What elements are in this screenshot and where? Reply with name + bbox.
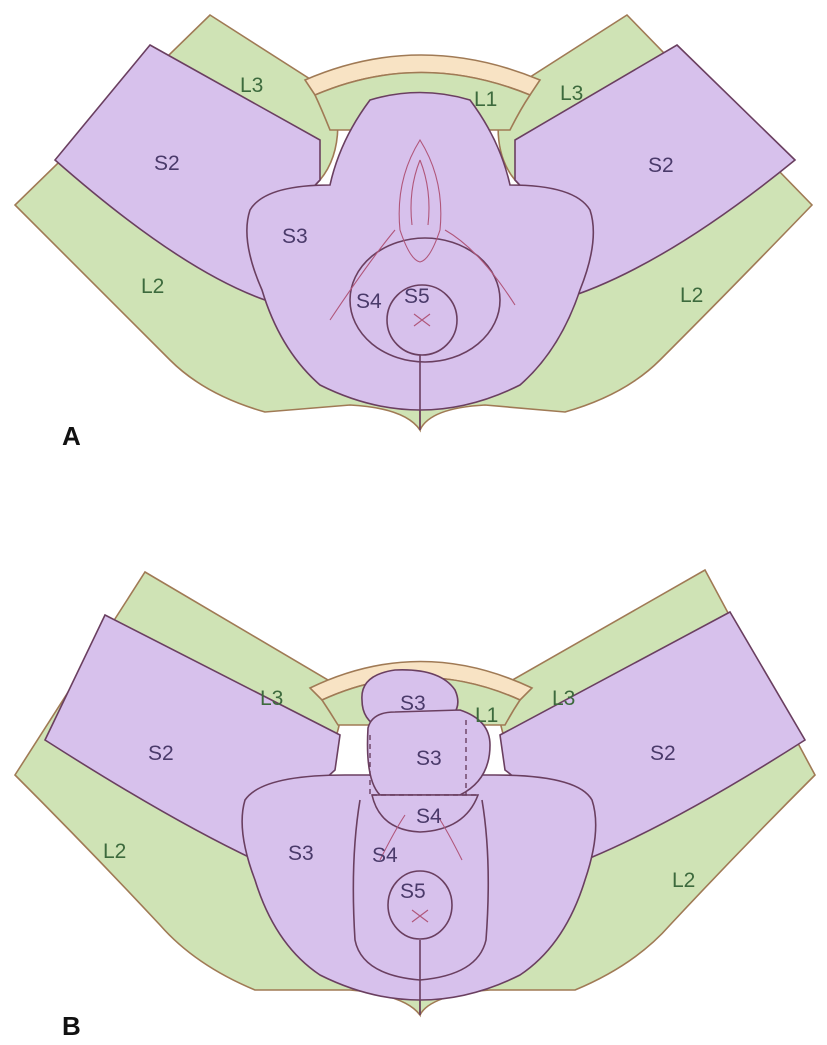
panel-a-label-s5: S5 — [404, 285, 430, 308]
panel-a: L3 L1 L3 S2 S2 S3 L2 L2 S4 S5 A — [15, 15, 812, 451]
panel-b-label-l3-right: L3 — [552, 687, 575, 710]
panel-b-label-s3-mid: S3 — [416, 747, 442, 770]
panel-b-label-s5: S5 — [400, 880, 426, 903]
panel-a-label-s4: S4 — [356, 290, 382, 313]
panel-a-label-l3-right: L3 — [560, 82, 583, 105]
panel-b-label-l1: L1 — [475, 704, 498, 727]
panel-b-label-s2-right: S2 — [650, 742, 676, 765]
panel-b-label-s2-left: S2 — [148, 742, 174, 765]
panel-b-label-s4-mid: S4 — [416, 805, 442, 828]
panel-a-label-s3: S3 — [282, 225, 308, 248]
panel-a-label-s2-right: S2 — [648, 154, 674, 177]
panel-a-label-l2-right: L2 — [680, 284, 703, 307]
panel-a-label-s2-left: S2 — [154, 152, 180, 175]
panel-b-label-l2-left: L2 — [103, 840, 126, 863]
panel-b-label-s3-left: S3 — [288, 842, 314, 865]
panel-b-letter: B — [62, 1011, 81, 1041]
panel-b-label-l2-right: L2 — [672, 869, 695, 892]
panel-b-label-s4-low: S4 — [372, 844, 398, 867]
panel-b: L3 S3 L1 L3 S2 S3 S2 S4 L2 S3 S4 S5 L2 B — [15, 570, 815, 1041]
panel-a-letter: A — [62, 421, 81, 451]
panel-a-label-l1: L1 — [474, 88, 497, 111]
panel-a-label-l3-left: L3 — [240, 74, 263, 97]
panel-b-label-s3-top: S3 — [400, 692, 426, 715]
panel-b-label-l3-left: L3 — [260, 687, 283, 710]
panel-a-label-l2-left: L2 — [141, 275, 164, 298]
